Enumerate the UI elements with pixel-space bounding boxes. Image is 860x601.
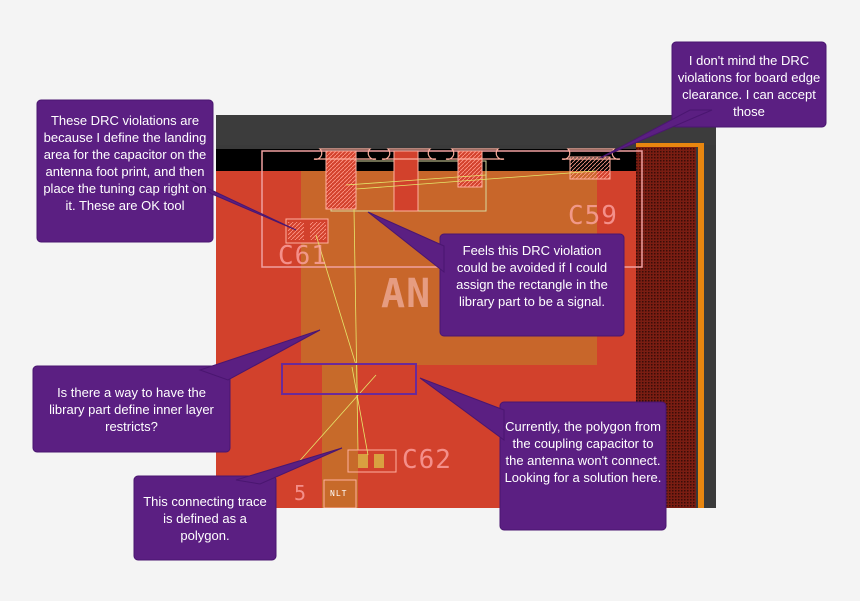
c59-label: C59 — [568, 201, 618, 231]
dark-strip — [216, 149, 636, 171]
c59-pads[interactable] — [569, 156, 611, 180]
callout-connecting-trace: This connecting trace is defined as a po… — [143, 494, 267, 543]
antenna-label: AN — [381, 271, 432, 317]
callout-inner-layer: Is there a way to have the library part … — [49, 385, 214, 434]
callout-pointer-board-edge — [599, 109, 713, 159]
small-part[interactable] — [323, 479, 357, 508]
callout-box-landing-area — [36, 99, 214, 243]
antenna-pad-1-hatch — [326, 151, 356, 209]
restrict-rectangle[interactable] — [281, 363, 417, 395]
small-part-label: NLT — [330, 489, 348, 498]
callout-pointer-polygon-connect — [419, 377, 505, 441]
board-outline-top — [216, 115, 716, 145]
c61-label: C61 — [278, 241, 328, 271]
c62-pad-a — [358, 454, 368, 468]
mounting-pads — [313, 148, 621, 160]
callout-pointer-landing-area — [189, 179, 297, 231]
c61-pad-a — [288, 222, 304, 240]
board-edge-line — [698, 143, 704, 508]
callout-signal-rect: Feels this DRC violation could be avoide… — [456, 243, 608, 309]
c62-label: C62 — [402, 445, 452, 475]
callout-box-connecting-trace — [133, 475, 277, 561]
ratsnest-lines — [295, 170, 597, 466]
callout-box-signal-rect — [439, 233, 625, 337]
callout-box-inner-layer — [32, 365, 231, 453]
callout-pointer-connecting-trace — [235, 447, 343, 485]
callout-box-board-edge — [671, 41, 827, 128]
c61-pad-b — [310, 222, 326, 240]
bottom-left-digit: 5 — [294, 481, 308, 505]
callout-landing-area: These DRC violations are because I defin… — [43, 113, 207, 213]
callout-box-polygon-connect — [499, 401, 667, 531]
c62-pads[interactable] — [347, 449, 397, 473]
callout-polygon-connect: Currently, the polygon from the coupling… — [504, 419, 662, 485]
c62-pad-b — [374, 454, 384, 468]
board-edge-top-line — [636, 143, 704, 147]
callout-board-edge: I don't mind the DRC violations for boar… — [677, 53, 821, 119]
callout-pointer-inner-layer — [198, 329, 321, 381]
callout-pointer-signal-rect — [367, 211, 445, 274]
